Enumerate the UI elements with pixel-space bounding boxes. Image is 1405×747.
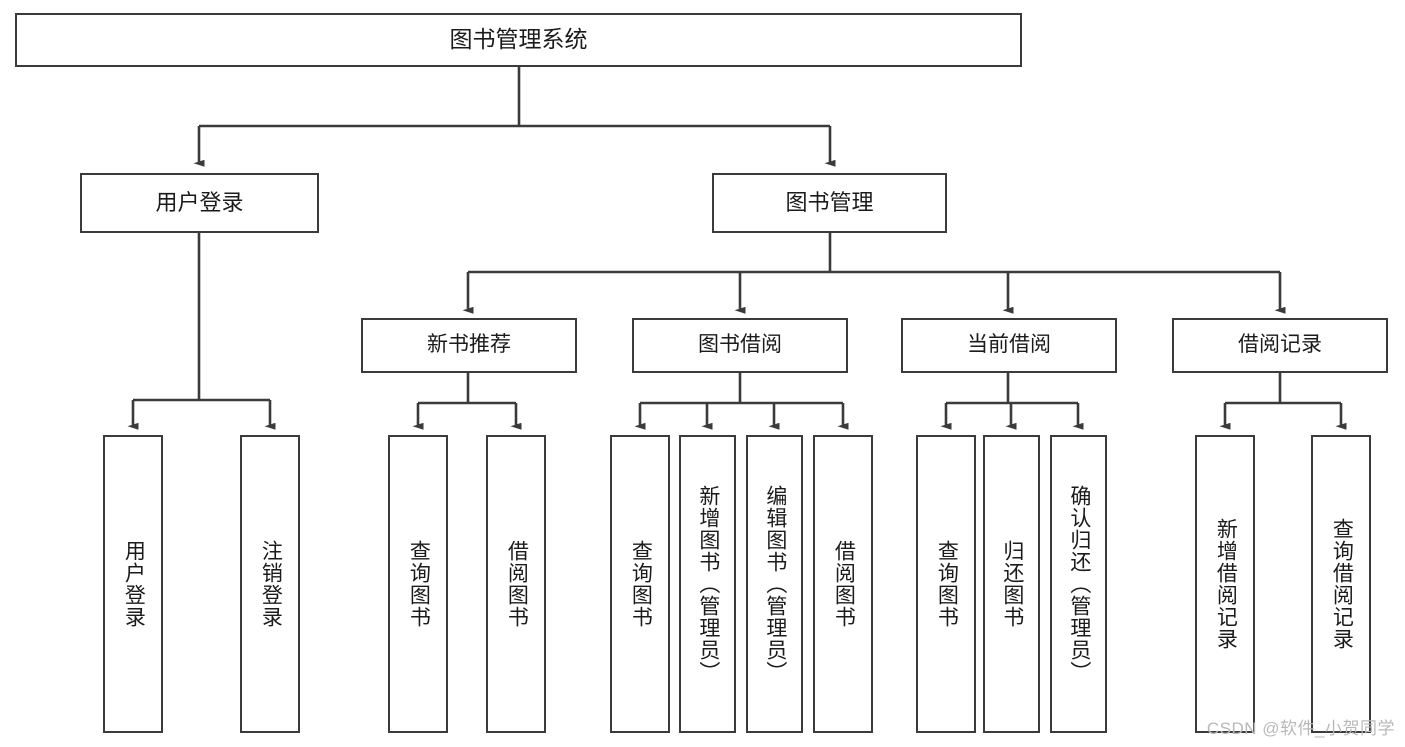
node-root-label: 图书管理系统 xyxy=(449,26,588,53)
node-leaf-borrow-book-recommend[interactable]: 借阅图书 xyxy=(486,435,546,733)
node-book-borrow-label: 图书借阅 xyxy=(698,333,782,357)
node-leaf-user-logout-label: 注销登录 xyxy=(259,540,283,628)
node-leaf-query-book-current-label: 查询图书 xyxy=(935,540,959,628)
node-leaf-query-borrow-record[interactable]: 查询借阅记录 xyxy=(1311,435,1371,733)
node-user-login[interactable]: 用户登录 xyxy=(80,173,319,233)
node-leaf-query-borrow-record-label: 查询借阅记录 xyxy=(1330,518,1354,650)
node-leaf-add-book-label: 新增图书（管理员） xyxy=(696,485,720,683)
node-leaf-user-login[interactable]: 用户登录 xyxy=(103,435,163,733)
node-book-manage[interactable]: 图书管理 xyxy=(712,173,947,233)
node-root-book-management-system[interactable]: 图书管理系统 xyxy=(15,13,1022,67)
node-leaf-return-book-label: 归还图书 xyxy=(1000,540,1024,628)
node-current-borrow-label: 当前借阅 xyxy=(967,333,1051,357)
csdn-watermark: CSDN @软件_小贺同学 xyxy=(1206,719,1395,738)
node-leaf-borrow-book-borrow-label: 借阅图书 xyxy=(832,540,856,628)
node-leaf-query-book-recommend[interactable]: 查询图书 xyxy=(388,435,448,733)
node-leaf-borrow-book-recommend-label: 借阅图书 xyxy=(505,540,529,628)
node-leaf-borrow-book-borrow[interactable]: 借阅图书 xyxy=(813,435,873,733)
node-new-book-recommendation[interactable]: 新书推荐 xyxy=(361,318,577,373)
node-leaf-user-logout[interactable]: 注销登录 xyxy=(240,435,300,733)
node-new-book-recommendation-label: 新书推荐 xyxy=(427,333,511,357)
node-borrow-record-label: 借阅记录 xyxy=(1238,333,1322,357)
node-book-manage-label: 图书管理 xyxy=(785,190,874,216)
node-user-login-label: 用户登录 xyxy=(155,190,244,216)
node-leaf-edit-book[interactable]: 编辑图书（管理员） xyxy=(746,435,803,733)
node-leaf-add-borrow-record-label: 新增借阅记录 xyxy=(1214,518,1238,650)
node-leaf-return-book[interactable]: 归还图书 xyxy=(983,435,1040,733)
node-leaf-confirm-return-label: 确认归还（管理员） xyxy=(1067,485,1091,683)
node-leaf-edit-book-label: 编辑图书（管理员） xyxy=(763,485,787,683)
node-leaf-query-book-borrow-label: 查询图书 xyxy=(629,540,653,628)
node-leaf-user-login-label: 用户登录 xyxy=(122,540,146,628)
node-borrow-record[interactable]: 借阅记录 xyxy=(1172,318,1388,373)
node-leaf-add-book[interactable]: 新增图书（管理员） xyxy=(679,435,736,733)
node-leaf-query-book-current[interactable]: 查询图书 xyxy=(916,435,976,733)
node-leaf-confirm-return[interactable]: 确认归还（管理员） xyxy=(1050,435,1107,733)
node-leaf-query-book-recommend-label: 查询图书 xyxy=(407,540,431,628)
node-leaf-query-book-borrow[interactable]: 查询图书 xyxy=(610,435,670,733)
node-leaf-add-borrow-record[interactable]: 新增借阅记录 xyxy=(1195,435,1255,733)
node-book-borrow[interactable]: 图书借阅 xyxy=(632,318,848,373)
node-current-borrow[interactable]: 当前借阅 xyxy=(901,318,1117,373)
